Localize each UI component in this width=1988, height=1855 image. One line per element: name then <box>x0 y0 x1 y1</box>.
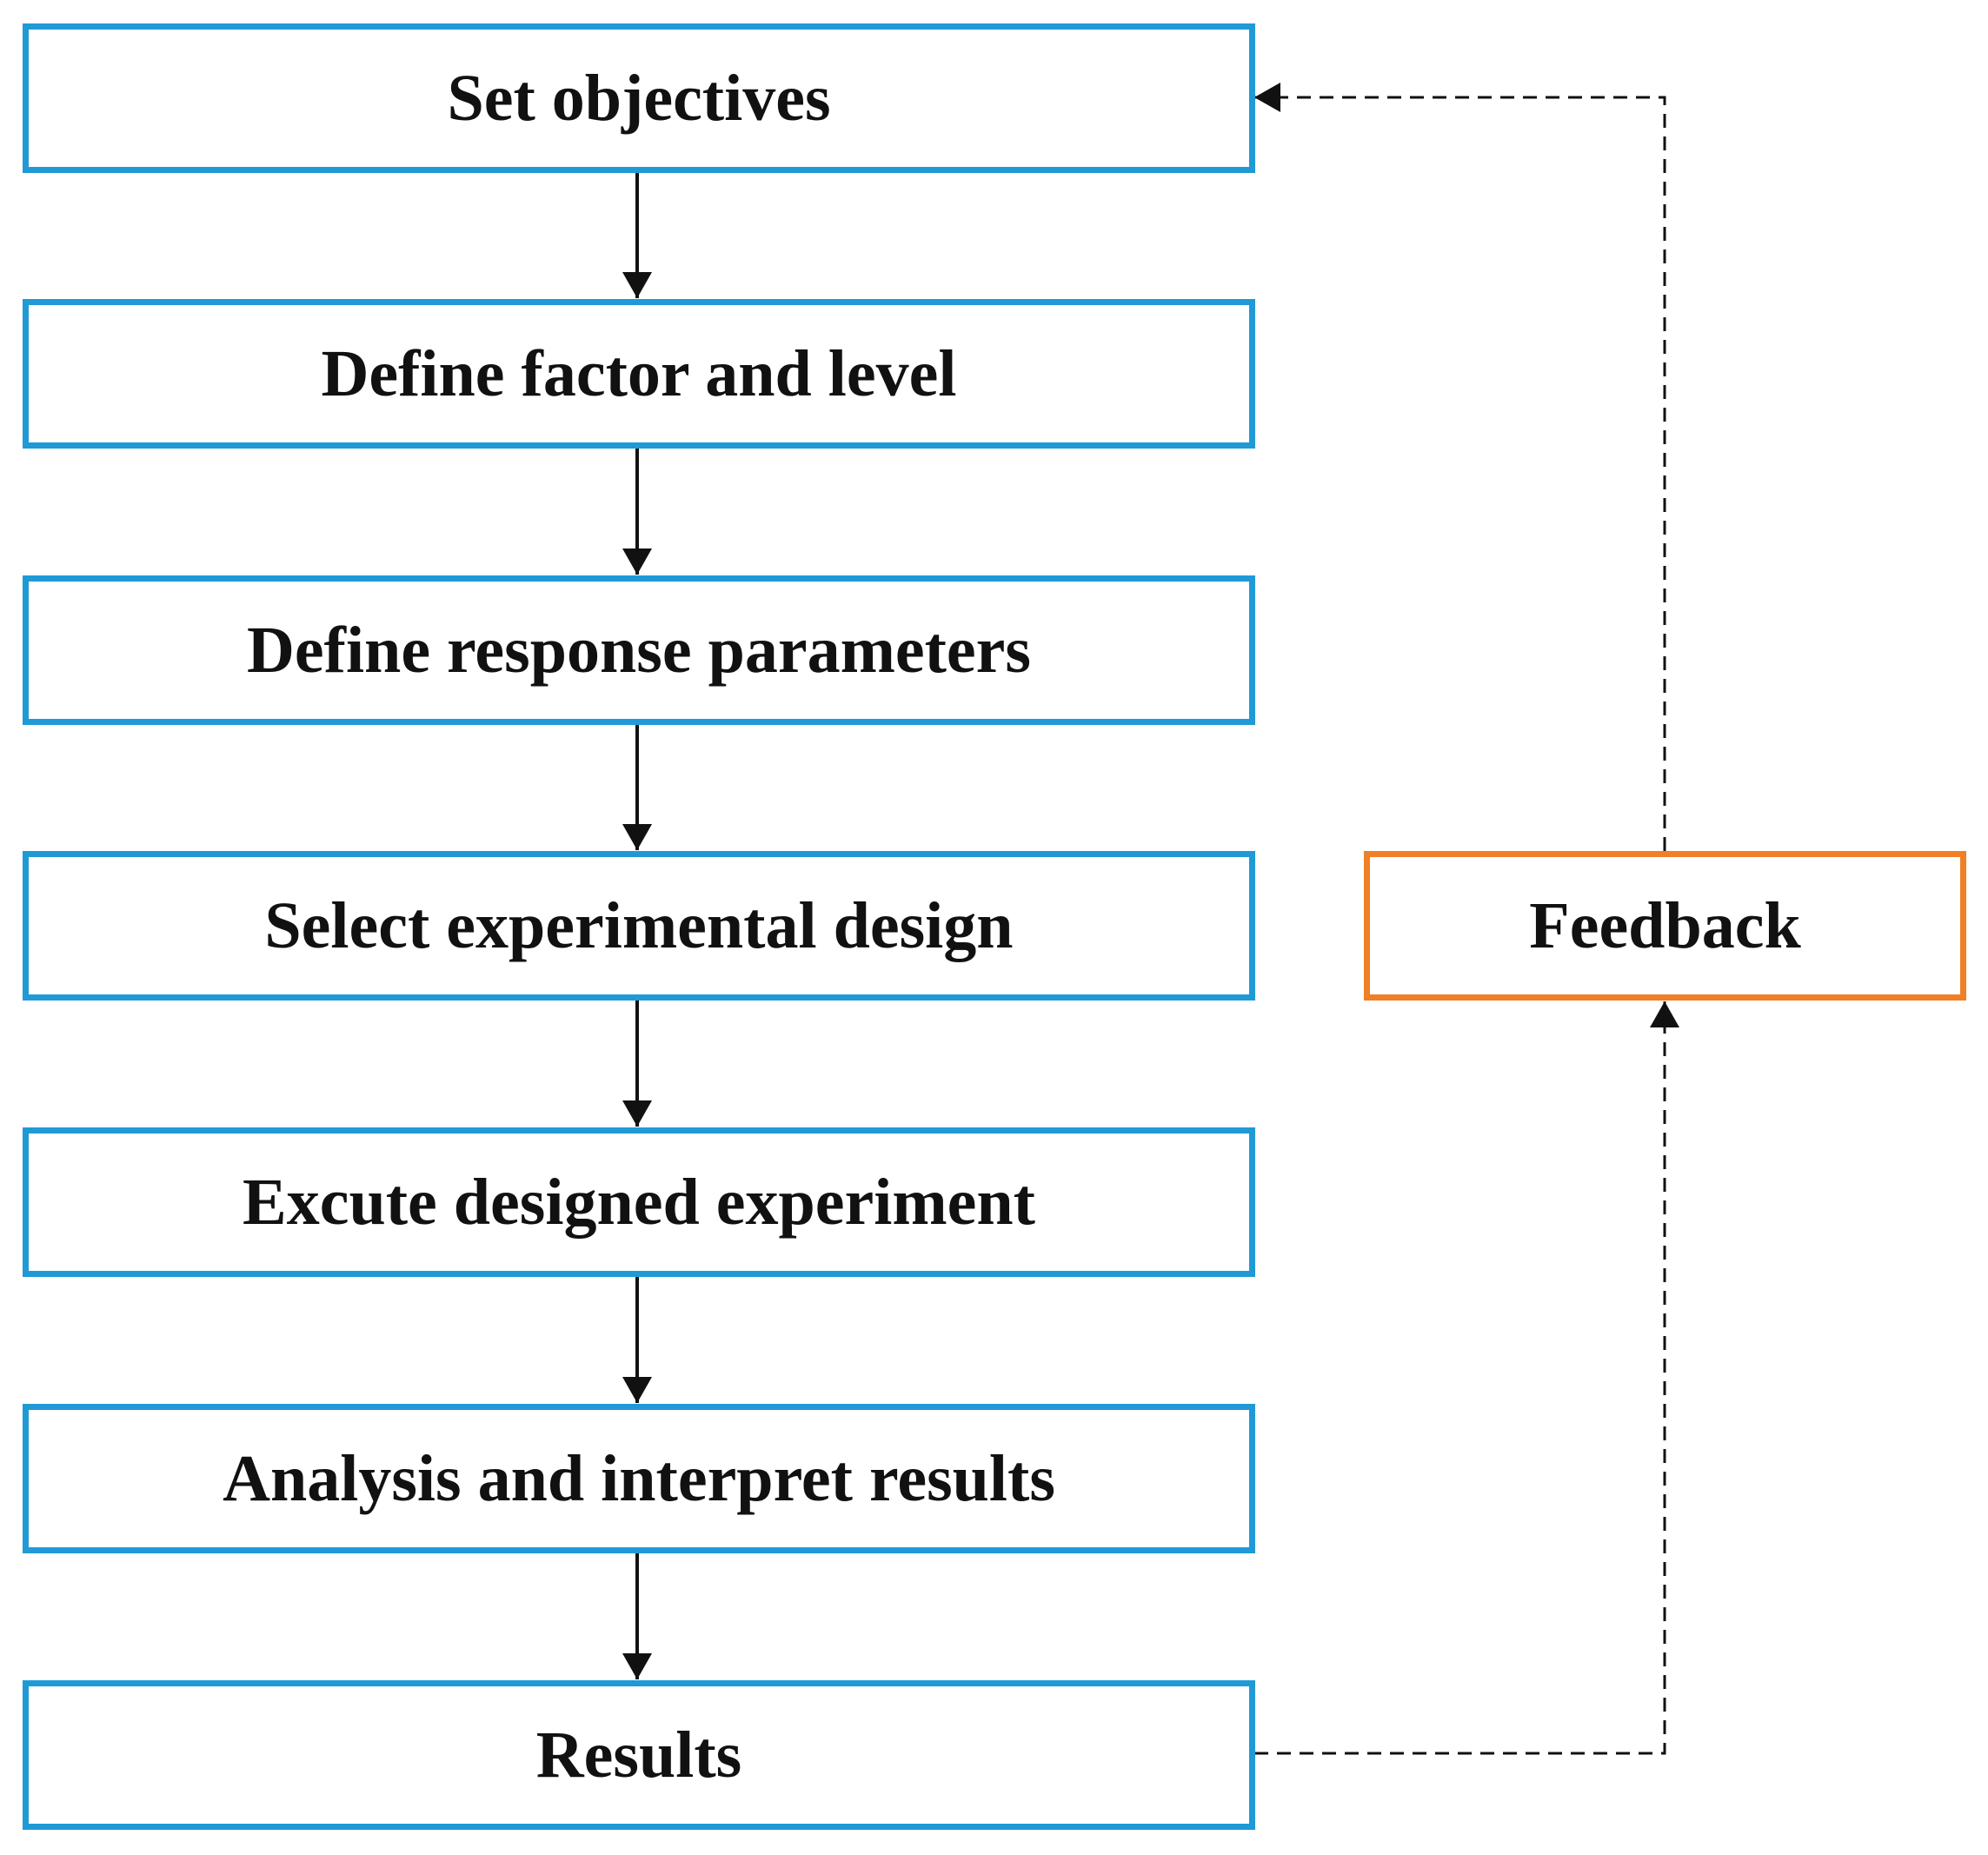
step-results: Results <box>23 1680 1255 1830</box>
step-label: Results <box>535 1719 742 1792</box>
step-label: Define factor and level <box>321 337 957 410</box>
step-define-response-parameters: Define response parameters <box>23 575 1255 725</box>
step-label: Define response parameters <box>247 614 1031 687</box>
dashed-arrow-feedback-to-objectives <box>1254 83 1666 851</box>
step-define-factor-and-level: Define factor and level <box>23 299 1255 449</box>
step-execute-designed-experiment: Excute designed experiment <box>23 1127 1255 1277</box>
step-set-objectives: Set objectives <box>23 23 1255 173</box>
step-analysis-and-interpret-results: Analysis and interpret results <box>23 1404 1255 1553</box>
step-select-experimental-design: Select experimental design <box>23 851 1255 1001</box>
step-label: Excute designed experiment <box>243 1166 1035 1239</box>
dashed-arrow-results-to-feedback <box>1254 1001 1679 1755</box>
feedback-box: Feedback <box>1364 851 1966 1001</box>
feedback-label: Feedback <box>1529 889 1801 962</box>
step-label: Analysis and interpret results <box>223 1442 1055 1515</box>
step-label: Set objectives <box>447 62 831 135</box>
step-label: Select experimental design <box>264 889 1014 962</box>
